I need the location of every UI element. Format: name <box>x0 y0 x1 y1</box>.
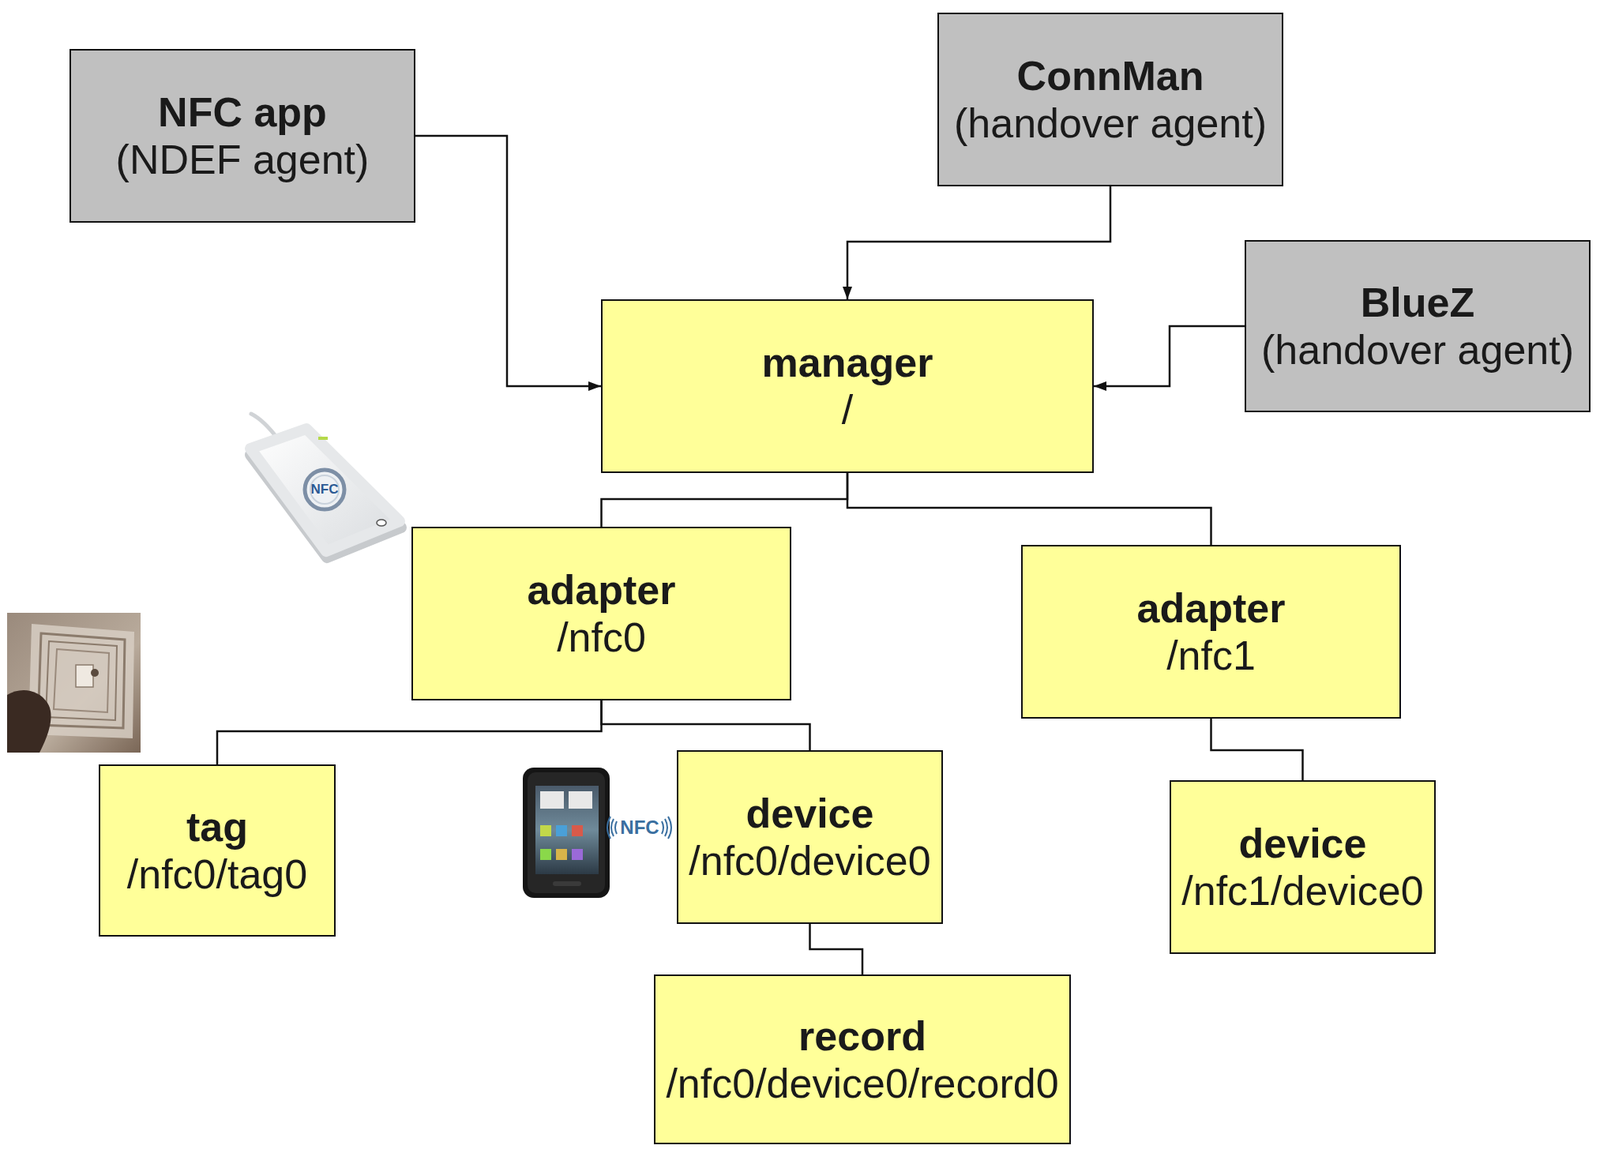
tree-connector <box>601 700 811 751</box>
box-path: (NDEF agent) <box>116 135 370 184</box>
box-title: tag <box>186 803 248 851</box>
nfc-waves <box>607 816 672 839</box>
box-path: / <box>841 386 853 434</box>
device-box: device/nfc1/device0 <box>1169 780 1436 954</box>
tree-connector <box>1211 718 1304 781</box>
agent-box: BlueZ(handover agent) <box>1244 240 1591 413</box>
box-title: ConnMan <box>1017 52 1205 100</box>
box-path: /nfc1/device0 <box>1181 867 1424 915</box>
box-title: manager <box>762 338 934 387</box>
arrow-connector <box>847 186 1111 300</box>
rfid-tag-photo <box>7 612 141 753</box>
box-path: /nfc1 <box>1166 631 1256 680</box>
tag-box: tag/nfc0/tag0 <box>98 764 336 937</box>
adapter-box: adapter/nfc1 <box>1021 544 1401 719</box>
manager-box: manager/ <box>600 299 1094 474</box>
box-title: BlueZ <box>1360 278 1475 327</box>
arrow-connector <box>1093 326 1245 387</box>
tree-connector <box>601 473 849 527</box>
box-path: /nfc0/device0 <box>688 837 931 885</box>
agent-box: NFC app(NDEF agent) <box>69 48 416 223</box>
arrow-connector <box>415 135 601 387</box>
box-title: record <box>798 1012 927 1060</box>
adapter-box: adapter/nfc0 <box>411 526 792 701</box>
box-path: (handover agent) <box>953 99 1267 147</box>
box-path: /nfc0/tag0 <box>127 850 308 898</box>
device-box: device/nfc0/device0 <box>676 750 943 924</box>
box-title: device <box>746 789 875 838</box>
box-path: (handover agent) <box>1261 326 1574 374</box>
box-path: /nfc0 <box>556 613 647 662</box>
nfc-logo-text: NFC <box>311 481 339 498</box>
box-path: /nfc0/device0/record0 <box>665 1059 1059 1108</box>
record-box: record/nfc0/device0/record0 <box>653 974 1071 1145</box>
tree-connector <box>810 923 864 975</box>
box-title: adapter <box>1137 584 1286 632</box>
tree-connector <box>847 473 1212 545</box>
box-title: NFC app <box>157 88 327 136</box>
box-title: adapter <box>527 566 677 614</box>
agent-box: ConnMan(handover agent) <box>937 12 1284 187</box>
nfc-reader-illustration <box>250 413 402 558</box>
nfc-logo-text: NFC <box>619 816 659 839</box>
tree-connector <box>217 700 602 765</box>
phone-illustration <box>522 767 610 898</box>
box-title: device <box>1239 819 1368 868</box>
